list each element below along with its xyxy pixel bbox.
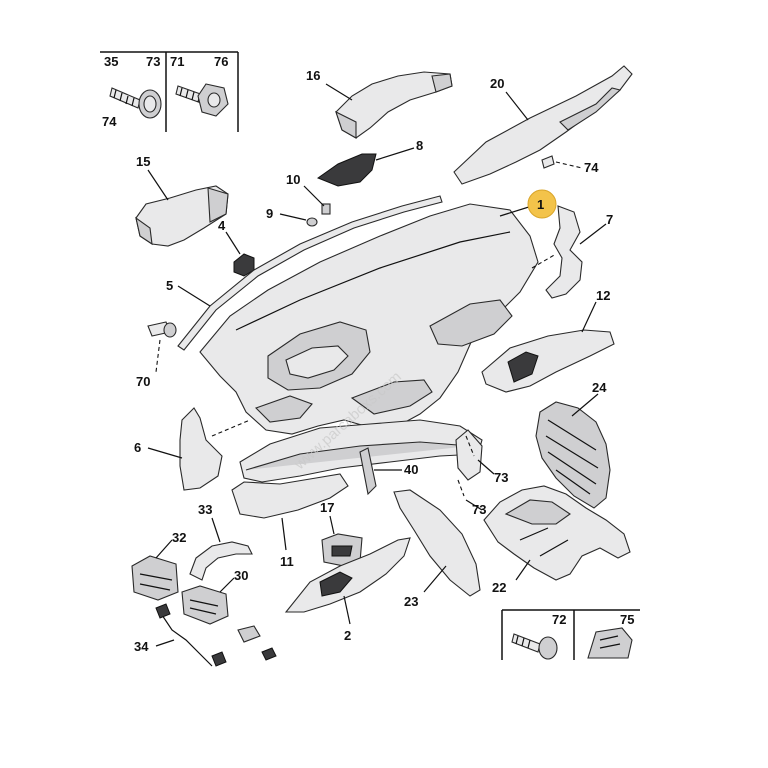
- label-34: 34: [134, 639, 149, 654]
- label-7: 7: [606, 212, 613, 227]
- part-10-clip: [321, 203, 331, 215]
- part-70-push-clip: [147, 321, 177, 338]
- label-73-upper: 73: [494, 470, 508, 485]
- part-33-hose: [189, 541, 253, 581]
- label-23: 23: [404, 594, 418, 609]
- label-73-lower: 73: [472, 502, 486, 517]
- screw-72-icon: [511, 633, 558, 660]
- label-30: 30: [234, 568, 248, 583]
- part-1-dashboard: [199, 203, 539, 435]
- label-11: 11: [280, 554, 294, 569]
- label-16: 16: [306, 68, 320, 83]
- clip-75-icon: [587, 627, 633, 659]
- part-5-trim-strip: [177, 195, 443, 351]
- label-9: 9: [266, 206, 273, 221]
- part-40-panel: [359, 447, 377, 496]
- part-23-side-panel: [393, 489, 481, 597]
- label-10: 10: [286, 172, 300, 187]
- label-15: 15: [136, 154, 150, 169]
- label-2: 2: [344, 628, 351, 643]
- part-16-air-duct: [335, 71, 453, 139]
- label-32: 32: [172, 530, 186, 545]
- label-1: 1: [537, 197, 544, 212]
- label-4: 4: [218, 218, 226, 233]
- label-73-box: 73: [146, 54, 160, 69]
- part-22-console-bracket: [483, 485, 631, 581]
- label-76: 76: [214, 54, 228, 69]
- part-24-glovebox-bracket: [535, 401, 611, 509]
- fastener-box-bottom-right: 72 75: [501, 609, 640, 660]
- part-20-pillar-trim: [453, 65, 633, 185]
- label-24: 24: [592, 380, 607, 395]
- part-6-end-panel: [179, 407, 223, 491]
- label-6: 6: [134, 440, 141, 455]
- label-12: 12: [596, 288, 610, 303]
- screw-76-icon: [175, 83, 229, 117]
- label-22: 22: [492, 580, 506, 595]
- part-1-callout: 1: [499, 189, 557, 219]
- label-20: 20: [490, 76, 504, 91]
- label-33: 33: [198, 502, 212, 517]
- label-75: 75: [620, 612, 634, 627]
- part-34-harness: [155, 603, 277, 667]
- label-17: 17: [320, 500, 334, 515]
- part-15-side-duct: [135, 185, 229, 247]
- part-11-lower-trim: [231, 473, 349, 519]
- part-7-bracket: [545, 205, 583, 299]
- label-72: 72: [552, 612, 566, 627]
- part-2-console-trim: [284, 537, 411, 613]
- part-9-screw: [306, 217, 318, 227]
- label-70: 70: [136, 374, 150, 389]
- part-74-clip: [541, 155, 555, 169]
- part-30-connector: [181, 585, 229, 625]
- label-8: 8: [416, 138, 423, 153]
- label-5: 5: [166, 278, 173, 293]
- label-74-box: 74: [102, 114, 117, 129]
- screw-73-icon: [109, 87, 162, 119]
- label-40: 40: [404, 462, 418, 477]
- label-35: 35: [104, 54, 118, 69]
- part-8-grille: [316, 153, 377, 187]
- part-12-vent-trim: [481, 329, 615, 393]
- fastener-box-top-left: 35 73 71 76 74: [100, 51, 239, 132]
- label-71: 71: [170, 54, 184, 69]
- part-32-module: [131, 555, 179, 601]
- label-74: 74: [584, 160, 599, 175]
